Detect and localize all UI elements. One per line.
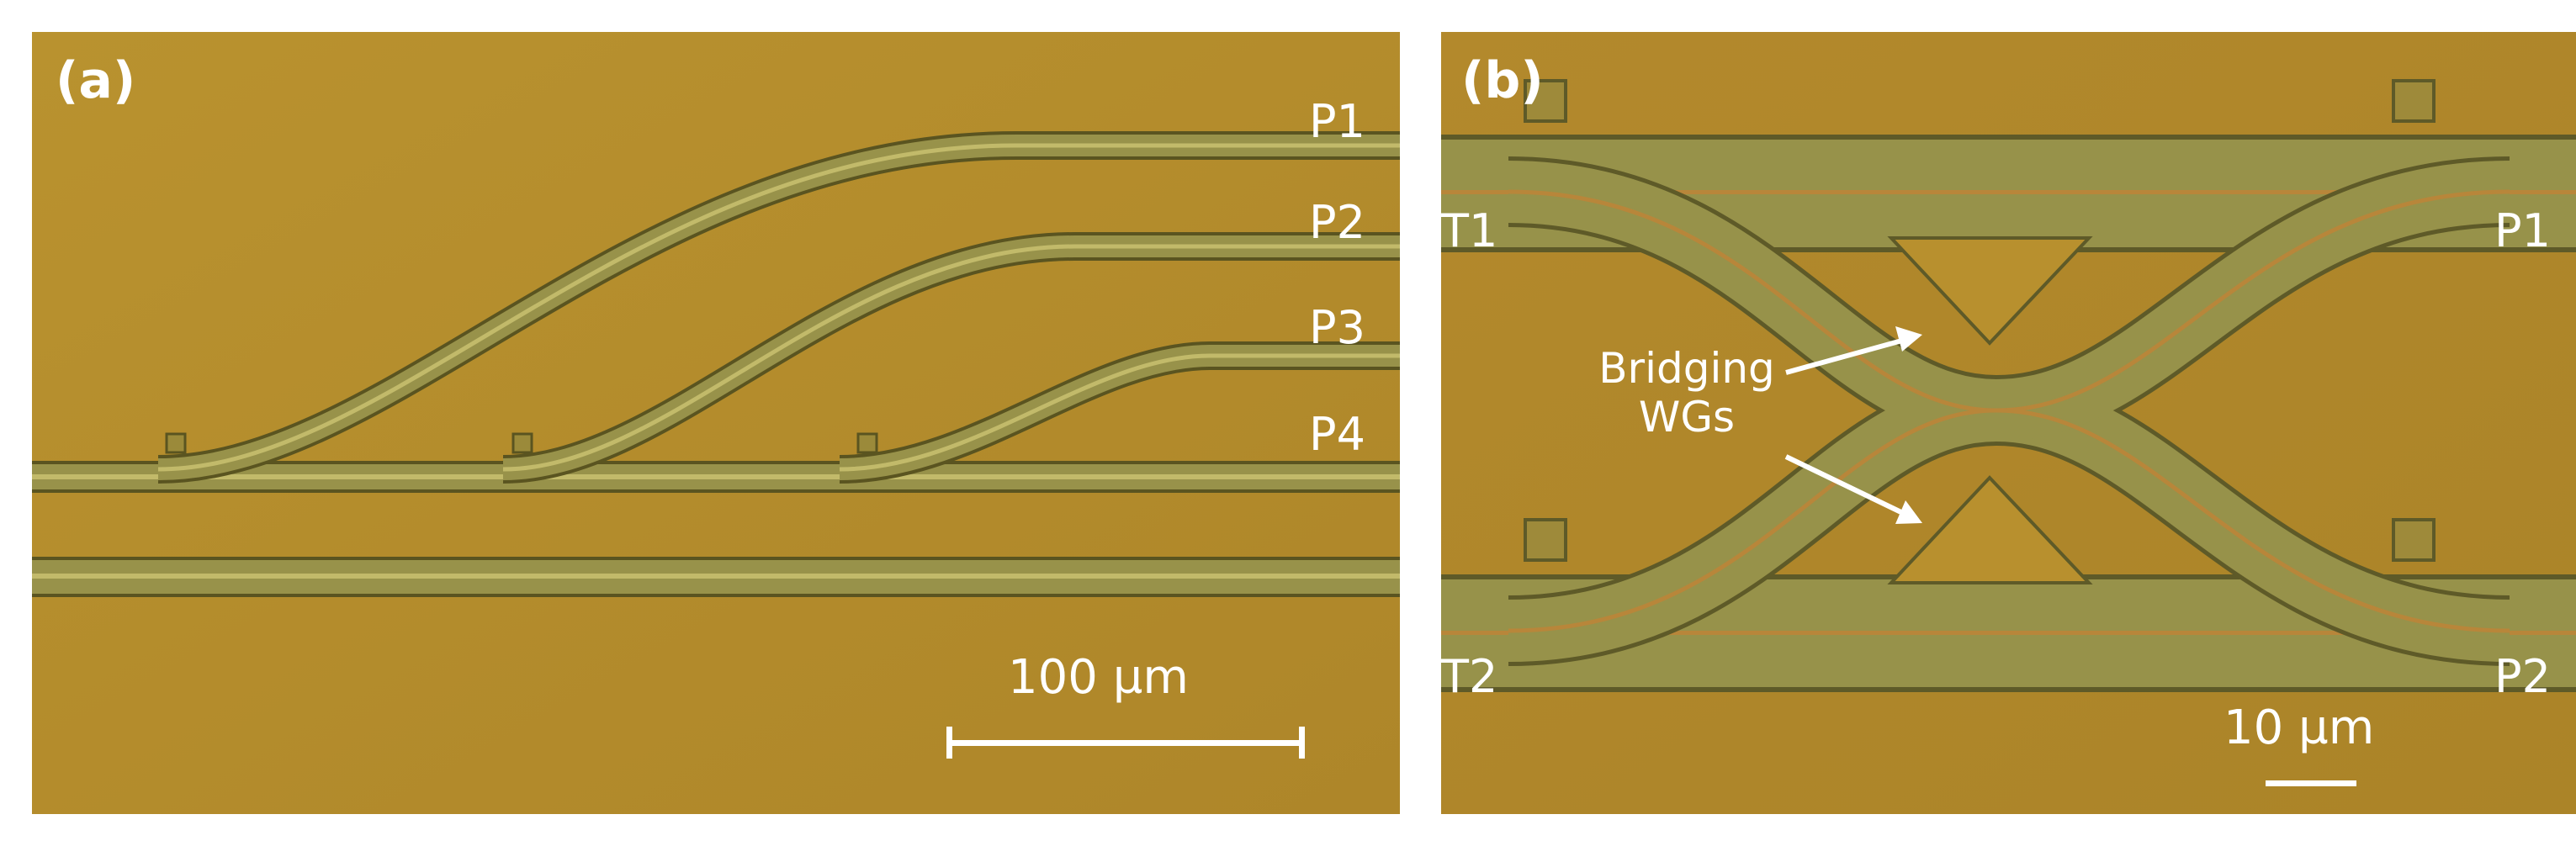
annotation-line-1: Bridging (1598, 344, 1775, 393)
annotation-line-2: WGs (1638, 392, 1736, 442)
port-label-p3: P3 (1309, 301, 1365, 354)
scale-bar-icon (946, 727, 1305, 759)
tap-waveguides (157, 131, 1400, 484)
panel-b-micrograph: (b) T1 T2 P1 P2 Bridging WGs 10 µm (1441, 32, 2576, 814)
bridging-waveguides (1508, 156, 2510, 666)
panel-b-label: (b) (1461, 51, 1544, 110)
port-label-p1: P1 (1309, 95, 1365, 148)
port-label-p1-b: P1 (2494, 204, 2551, 257)
reference-waveguide (32, 557, 1400, 597)
port-label-p4: P4 (1309, 408, 1365, 461)
panel-a-label: (a) (56, 51, 136, 110)
panel-a-image (32, 32, 1400, 814)
arrow-icon (1784, 326, 1922, 524)
alignment-marks-a (165, 432, 878, 454)
scale-bar-label-a: 100 µm (1008, 650, 1189, 705)
port-label-t1: T1 (1441, 204, 1498, 257)
substrate-a (32, 32, 1400, 814)
scale-bar-label-b: 10 µm (2224, 701, 2375, 755)
alignment-marks-b (1524, 79, 2436, 562)
panel-a-micrograph: (a) P1 P2 P3 P4 100 µm (32, 32, 1400, 814)
port-label-p2: P2 (1309, 196, 1365, 249)
bridging-wgs-annotation: Bridging WGs (1577, 344, 1796, 442)
port-label-t2: T2 (1441, 650, 1498, 703)
scale-bar-icon-b (2266, 780, 2356, 786)
panel-b-image (1441, 32, 2576, 814)
triangle-openings (1887, 236, 2093, 584)
port-label-p2-b: P2 (2494, 650, 2551, 703)
